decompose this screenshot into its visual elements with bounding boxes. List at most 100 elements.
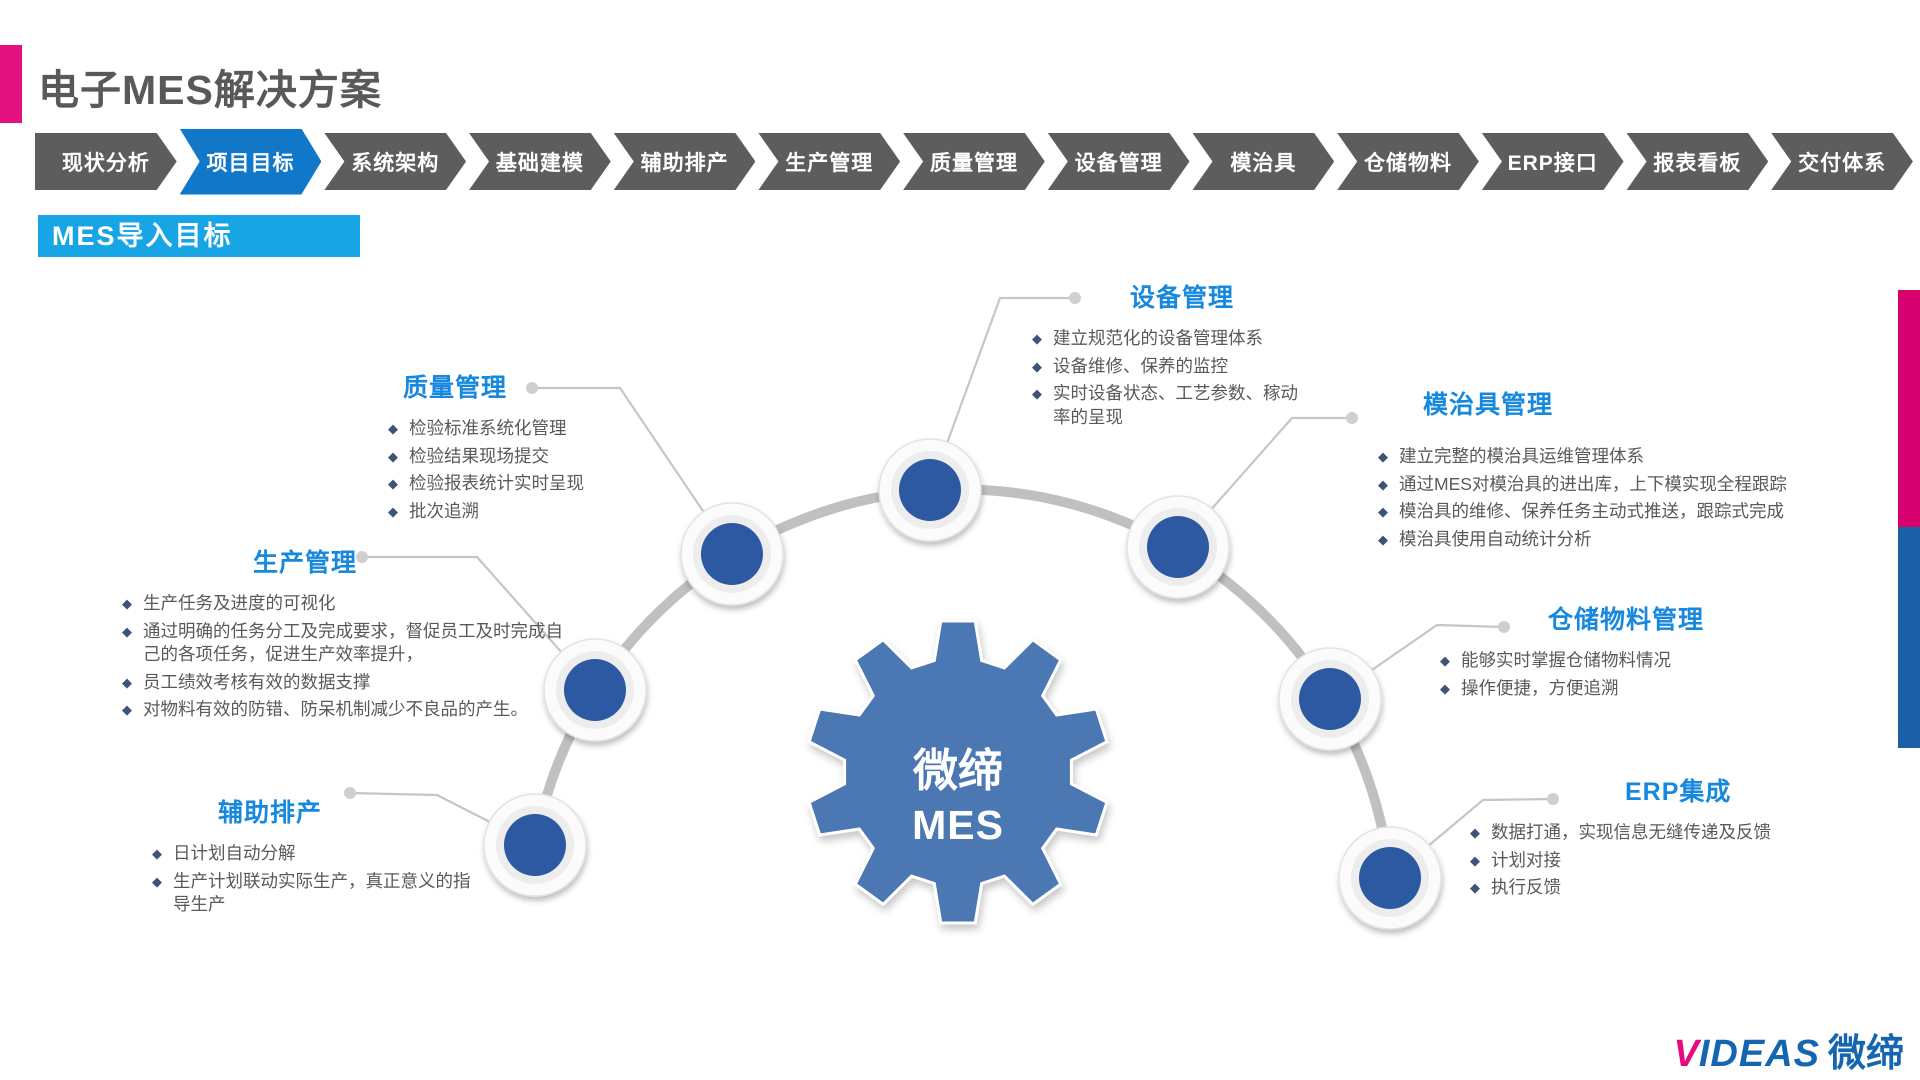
nav-tab-label: 生产管理 [785, 151, 874, 175]
bullet-text: 模治具的维修、保养任务主动式推送，跟踪式完成 [1399, 501, 1784, 521]
bullet-item: 日计划自动分解 [152, 842, 482, 866]
node-scheduling [483, 793, 587, 897]
nav-tab-label: 模治具 [1230, 151, 1297, 175]
logo-ideas: IDEAS [1698, 1033, 1820, 1075]
nav-tab-label: 仓储物料 [1364, 151, 1453, 175]
diamond-bullet-icon [122, 698, 132, 722]
nav-tab-label: 系统架构 [351, 151, 440, 175]
connector-production [362, 555, 596, 691]
bullet-item: 计划对接 [1470, 849, 1810, 873]
hub-gear: 微缔 MES [807, 619, 1109, 925]
bullet-item: 模治具的维修、保养任务主动式推送，跟踪式完成 [1378, 500, 1788, 524]
nav-tab-equipment-management[interactable]: 设备管理 [1048, 133, 1190, 190]
bullet-item: 操作便捷，方便追溯 [1440, 677, 1780, 701]
diamond-bullet-icon [1440, 649, 1450, 673]
bullet-text: 操作便捷，方便追溯 [1461, 677, 1619, 698]
section-title: 模治具管理 [1423, 391, 1554, 419]
connector-equipment [928, 296, 1075, 491]
section-title: 仓储物料管理 [1548, 606, 1705, 634]
nav-tab-warehouse-materials[interactable]: 仓储物料 [1337, 133, 1479, 190]
bullet-text: 生产计划联动实际生产，真正意义的指导生产 [173, 870, 471, 915]
diamond-bullet-icon [1032, 382, 1042, 406]
right-edge-pink-bar [1898, 290, 1920, 527]
nav-tab-label: ERP接口 [1507, 151, 1598, 175]
nav-tab-report-dashboard[interactable]: 报表看板 [1627, 133, 1769, 190]
node-mold [1126, 495, 1230, 599]
nav-tab-erp-interface[interactable]: ERP接口 [1482, 133, 1624, 190]
diamond-bullet-icon [1378, 500, 1388, 524]
connector-lines [349, 296, 1554, 879]
bullet-text: 员工绩效考核有效的数据支撑 [143, 671, 371, 692]
page-title: 电子MES解决方案 [38, 67, 382, 113]
nav-tab-delivery-system[interactable]: 交付体系 [1771, 133, 1913, 190]
diamond-bullet-icon [1378, 473, 1388, 497]
bullet-item: 执行反馈 [1470, 876, 1810, 900]
diamond-bullet-icon [1032, 327, 1042, 351]
process-nav-bar: 现状分析 项目目标 系统架构 基础建模 辅助排产 生产管理 质量管理 设备管理 … [35, 133, 1913, 190]
bullet-text: 检验结果现场提交 [409, 445, 549, 466]
logo-cn: 微缔 [1827, 1033, 1904, 1075]
section-assisted-scheduling: 辅助排产 日计划自动分解 生产计划联动实际生产，真正意义的指导生产 [152, 793, 482, 921]
nav-tab-label: 辅助排产 [640, 151, 729, 175]
section-equipment-management: 设备管理 建立规范化的设备管理体系 设备维修、保养的监控 实时设备状态、工艺参数… [1032, 278, 1304, 433]
diamond-bullet-icon [152, 842, 162, 866]
bullet-text: 模治具使用自动统计分析 [1399, 528, 1592, 549]
nav-tab-quality-management[interactable]: 质量管理 [903, 133, 1045, 190]
bullet-text: 对物料有效的防错、防呆机制减少不良品的产生。 [143, 699, 528, 719]
section-mold-tooling-management: 模治具管理 建立完整的模治具运维管理体系 通过MES对模治具的进出库，上下模实现… [1378, 385, 1788, 555]
bullet-text: 实时设备状态、工艺参数、稼动率的呈现 [1053, 383, 1298, 427]
nav-tab-label: 报表看板 [1653, 151, 1742, 175]
logo-v: V [1673, 1033, 1699, 1075]
diamond-bullet-icon [388, 500, 398, 524]
section-title: 质量管理 [403, 374, 508, 402]
nav-tab-project-goals[interactable]: 项目目标 [180, 129, 322, 195]
bullet-item: 建立规范化的设备管理体系 [1032, 327, 1304, 351]
bullet-text: 检验报表统计实时呈现 [409, 473, 584, 493]
bullet-item: 生产任务及进度的可视化 [122, 592, 570, 616]
section-title: 设备管理 [1130, 284, 1235, 312]
bullet-text: 数据打通，实现信息无缝传递及反馈 [1491, 822, 1771, 842]
bullet-item: 生产计划联动实际生产，真正意义的指导生产 [152, 870, 482, 917]
nav-tab-status-analysis[interactable]: 现状分析 [35, 133, 177, 190]
bullet-item: 数据打通，实现信息无缝传递及反馈 [1470, 821, 1810, 845]
bullet-item: 建立完整的模治具运维管理体系 [1378, 445, 1788, 469]
connector-quality [532, 386, 733, 555]
nav-tab-label: 基础建模 [495, 151, 584, 175]
nav-tab-label: 项目目标 [206, 151, 295, 175]
bullet-text: 设备维修、保养的监控 [1053, 355, 1228, 376]
section-production-management: 生产管理 生产任务及进度的可视化 通过明确的任务分工及完成要求，督促员工及时完成… [122, 543, 570, 726]
bullet-text: 日计划自动分解 [173, 843, 296, 863]
nav-tab-basic-modeling[interactable]: 基础建模 [469, 133, 611, 190]
diamond-bullet-icon [1032, 355, 1042, 379]
bullet-text: 批次追溯 [409, 500, 479, 521]
section-quality-management: 质量管理 检验标准系统化管理 检验结果现场提交 检验报表统计实时呈现 批次追溯 [388, 368, 628, 527]
nav-tab-production-management[interactable]: 生产管理 [758, 133, 900, 190]
bullet-item: 检验报表统计实时呈现 [388, 472, 628, 496]
gear-icon [807, 619, 1109, 925]
bullet-item: 对物料有效的防错、防呆机制减少不良品的产生。 [122, 698, 570, 722]
bullet-item: 实时设备状态、工艺参数、稼动率的呈现 [1032, 382, 1304, 429]
section-warehouse-material-management: 仓储物料管理 能够实时掌握仓储物料情况 操作便捷，方便追溯 [1440, 600, 1780, 704]
nav-tab-mold-tooling[interactable]: 模治具 [1193, 133, 1335, 190]
bullet-item: 通过明确的任务分工及完成要求，督促员工及时完成自己的各项任务，促进生产效率提升， [122, 620, 570, 667]
bullet-item: 检验标准系统化管理 [388, 417, 628, 441]
hub-label-mes: MES [912, 802, 1004, 848]
diamond-bullet-icon [1440, 677, 1450, 701]
diamond-bullet-icon [122, 592, 132, 616]
nav-tab-label: 质量管理 [929, 151, 1018, 175]
bullet-text: 执行反馈 [1491, 877, 1561, 897]
section-title: ERP集成 [1625, 778, 1732, 806]
bullet-item: 检验结果现场提交 [388, 445, 628, 469]
nav-tab-assisted-scheduling[interactable]: 辅助排产 [614, 133, 756, 190]
section-title: 辅助排产 [218, 799, 323, 827]
nav-tab-system-architecture[interactable]: 系统架构 [324, 133, 466, 190]
diamond-bullet-icon [122, 620, 132, 644]
bullet-text: 检验标准系统化管理 [409, 418, 567, 438]
bullet-item: 员工绩效考核有效的数据支撑 [122, 671, 570, 695]
diamond-bullet-icon [1378, 528, 1388, 552]
bullet-item: 通过MES对模治具的进出库，上下模实现全程跟踪 [1378, 473, 1788, 497]
diamond-bullet-icon [388, 417, 398, 441]
node-erp [1338, 826, 1442, 930]
diamond-bullet-icon [1470, 821, 1480, 845]
